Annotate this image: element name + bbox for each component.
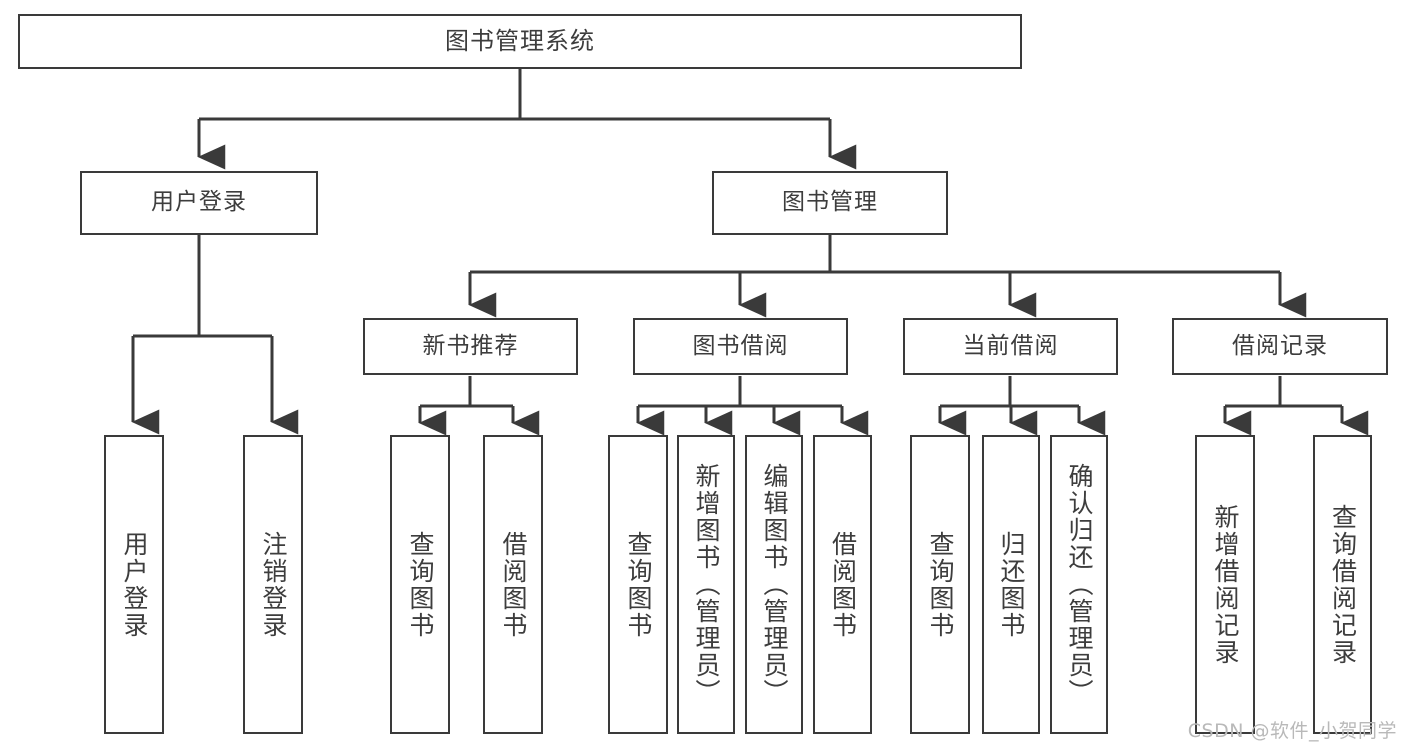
node-label: 新书推荐 bbox=[422, 332, 519, 359]
node-label: 借阅记录 bbox=[1232, 332, 1328, 359]
node-book-borrow[interactable]: 图书借阅 bbox=[633, 318, 848, 375]
node-label: 图书管理系统 bbox=[445, 27, 595, 56]
node-label: 借阅图书 bbox=[499, 530, 528, 639]
node-label: 借阅图书 bbox=[828, 530, 858, 639]
leaf-return-book[interactable]: 归还图书 bbox=[982, 435, 1040, 734]
node-label: 当前借阅 bbox=[962, 332, 1059, 359]
leaf-query-book-borrow[interactable]: 查询图书 bbox=[608, 435, 668, 734]
node-root-system[interactable]: 图书管理系统 bbox=[18, 14, 1022, 69]
node-label: 用户登录 bbox=[151, 189, 247, 216]
csdn-watermark: CSDN @软件_小贺同学 bbox=[1187, 720, 1397, 742]
node-label: 确认归还（管理员） bbox=[1065, 463, 1094, 706]
leaf-borrow-book[interactable]: 借阅图书 bbox=[813, 435, 872, 734]
node-label: 查询图书 bbox=[406, 530, 435, 639]
node-user-login[interactable]: 用户登录 bbox=[80, 171, 318, 235]
leaf-query-book-recommend[interactable]: 查询图书 bbox=[390, 435, 450, 734]
leaf-query-borrow-record[interactable]: 查询借阅记录 bbox=[1313, 435, 1372, 734]
node-label: 编辑图书（管理员） bbox=[760, 463, 789, 706]
leaf-edit-book-admin[interactable]: 编辑图书（管理员） bbox=[745, 435, 803, 734]
node-label: 新增借阅记录 bbox=[1211, 503, 1240, 666]
node-new-book-recommend[interactable]: 新书推荐 bbox=[363, 318, 578, 375]
node-label: 归还图书 bbox=[997, 530, 1026, 639]
leaf-add-borrow-record[interactable]: 新增借阅记录 bbox=[1195, 435, 1255, 734]
node-label: 图书借阅 bbox=[692, 332, 789, 359]
leaf-query-book-current[interactable]: 查询图书 bbox=[910, 435, 970, 734]
leaf-borrow-book-recommend[interactable]: 借阅图书 bbox=[483, 435, 543, 734]
node-label: 图书管理 bbox=[782, 189, 878, 216]
leaf-add-book-admin[interactable]: 新增图书（管理员） bbox=[677, 435, 735, 734]
node-label: 用户登录 bbox=[120, 530, 149, 639]
node-current-borrow[interactable]: 当前借阅 bbox=[903, 318, 1118, 375]
node-borrow-record[interactable]: 借阅记录 bbox=[1172, 318, 1388, 375]
leaf-logout[interactable]: 注销登录 bbox=[243, 435, 303, 734]
node-label: 查询借阅记录 bbox=[1328, 503, 1358, 666]
node-label: 注销登录 bbox=[259, 530, 288, 639]
node-label: 查询图书 bbox=[624, 530, 653, 639]
node-book-management[interactable]: 图书管理 bbox=[712, 171, 948, 235]
node-label: 查询图书 bbox=[926, 530, 955, 639]
leaf-user-login[interactable]: 用户登录 bbox=[104, 435, 164, 734]
node-label: 新增图书（管理员） bbox=[692, 463, 721, 706]
leaf-confirm-return-admin[interactable]: 确认归还（管理员） bbox=[1050, 435, 1108, 734]
